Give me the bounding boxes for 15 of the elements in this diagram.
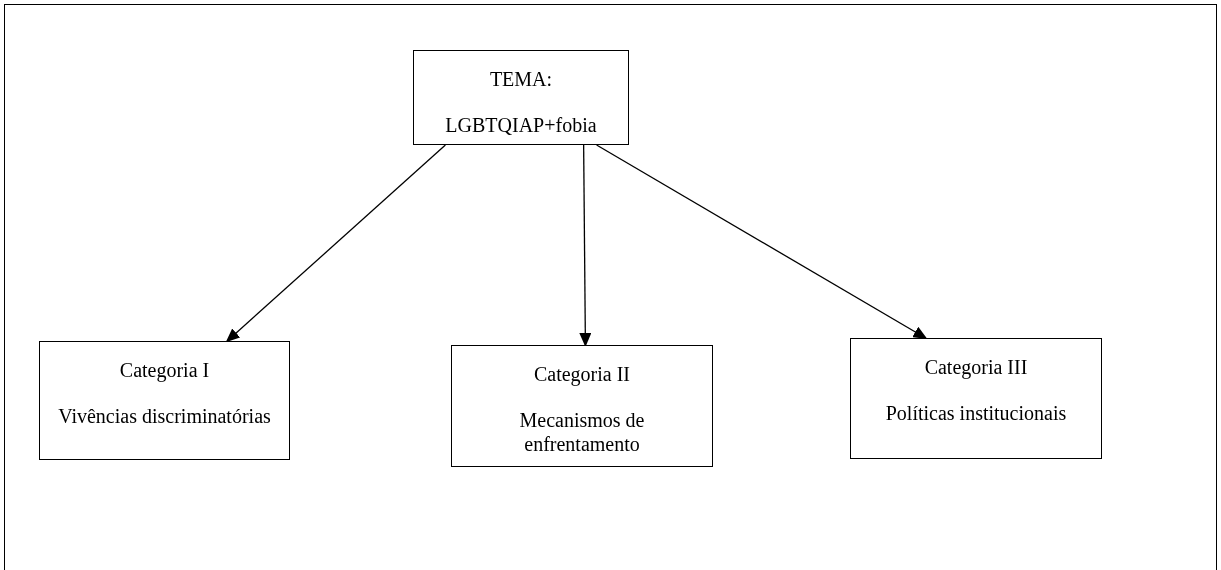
- box-heading: Categoria III: [924, 355, 1028, 379]
- category-box: [413, 50, 629, 145]
- box-heading: Categoria II: [533, 362, 631, 386]
- box-heading: TEMA:: [489, 67, 553, 91]
- arrow: [579, 144, 592, 347]
- box-text: Vivências discriminatórias: [58, 404, 271, 428]
- box-text: Mecanismos de enfrentamento: [518, 408, 646, 456]
- box-text: LGBTQIAP+fobia: [445, 113, 597, 137]
- arrow: [225, 144, 447, 343]
- category-box: [850, 338, 1102, 459]
- box-text: Políticas institucionais: [885, 401, 1067, 425]
- box-heading: Categoria I: [119, 358, 210, 382]
- category-box: [39, 341, 290, 460]
- category-box: [451, 345, 713, 467]
- arrow: [595, 144, 928, 339]
